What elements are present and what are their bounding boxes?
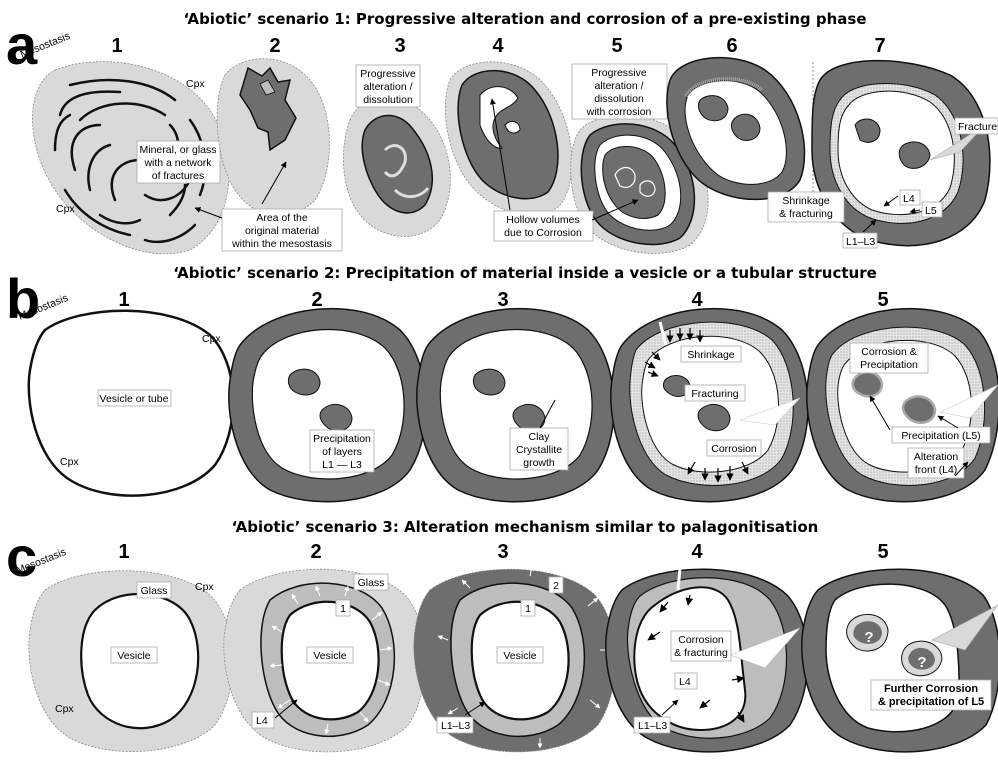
label-shrink-line1: Shrinkage (782, 195, 829, 207)
label-mineral-line1: Mineral, or glass (139, 144, 216, 156)
panel-c2: Glass 1 Vesicle L4 (224, 569, 426, 752)
row-c-title: ‘Abiotic’ scenario 3: Alteration mechani… (232, 518, 819, 536)
row-c: ‘Abiotic’ scenario 3: Alteration mechani… (6, 518, 998, 752)
row-c-step-5: 5 (877, 541, 888, 563)
label-l1l3-c3: L1–L3 (441, 720, 470, 732)
panel-c5: ? ? Further Corrosion & precipitation of… (802, 569, 998, 752)
label-corrprecip-line1: Corrosion & (861, 346, 916, 358)
label-l4-c2: L4 (256, 715, 268, 727)
label-prog5-line3: dissolution (594, 93, 644, 105)
label-one-c3: 1 (525, 603, 531, 615)
label-precip-line2: of layers (322, 446, 362, 458)
label-l4-c4: L4 (679, 676, 691, 688)
label-vesicle-c3: Vesicle (503, 650, 536, 662)
row-b-step-3: 3 (497, 289, 508, 311)
label-vesicle-c2: Vesicle (313, 650, 346, 662)
row-b-step-2: 2 (311, 289, 322, 311)
label-shrink-line2: & fracturing (779, 208, 833, 220)
row-a-step-1: 1 (111, 35, 122, 57)
panel-a3: Progressive alteration / dissolution (343, 65, 450, 236)
panel-a1: Mineral, or glass with a network of frac… (19, 30, 229, 254)
label-hollow-line1: Hollow volumes (506, 214, 580, 226)
label-cpx-left-b: Cpx (60, 456, 79, 468)
row-b-step-1: 1 (118, 289, 129, 311)
label-precip-line1: Precipitation (313, 433, 371, 445)
panel-c3: 2 1 Vesicle L1–L3 (414, 566, 616, 752)
label-altfront-line1: Alteration (914, 451, 959, 463)
label-area-line1: Area of the (256, 212, 308, 224)
label-prog5-line1: Progressive (591, 67, 647, 79)
panel-b4: Shrinkage Fracturing Corrosion (611, 309, 808, 502)
label-one-c2: 1 (340, 603, 346, 615)
label-clay-line3: growth (523, 457, 555, 469)
label-prog3-line1: Progressive (360, 68, 416, 80)
row-b-step-4: 4 (691, 289, 703, 311)
label-a7-l1l3: L1–L3 (846, 236, 875, 248)
panel-b1: Vesicle or tube Mesostasis Cpx Cpx (17, 292, 234, 496)
label-precip-line3: L1 — L3 (322, 459, 362, 471)
label-vesicle-tube: Vesicle or tube (100, 393, 169, 405)
label-cpx-top-a: Cpx (186, 78, 205, 90)
label-clay-line1: Clay (528, 431, 550, 443)
label-glass-c1: Glass (141, 585, 168, 597)
label-precip-l5: Precipitation (L5) (901, 430, 980, 442)
label-area-line3: within the mesostasis (231, 238, 332, 250)
row-b: ‘Abiotic’ scenario 2: Precipitation of m… (6, 264, 998, 502)
label-vesicle-c1: Vesicle (117, 650, 150, 662)
row-a: ‘Abiotic’ scenario 1: Progressive altera… (6, 10, 998, 254)
label-cpx-top-b: Cpx (202, 333, 221, 345)
row-a-step-6: 6 (726, 35, 737, 57)
row-b-title: ‘Abiotic’ scenario 2: Precipitation of m… (173, 264, 877, 282)
label-further-line2: & precipitation of L5 (878, 696, 984, 708)
row-a-step-7: 7 (874, 35, 885, 57)
panel-b3: Clay Crystallite growth (417, 309, 614, 502)
label-altfront-line2: front (L4) (915, 464, 958, 476)
label-a7-l5: L5 (925, 205, 937, 217)
label-prog5-line4: with corrosion (586, 106, 652, 118)
label-glass-c2: Glass (358, 577, 385, 589)
row-a-step-3: 3 (394, 35, 405, 57)
label-corrfrac-line2: & fracturing (674, 647, 728, 659)
label-fracturing: Fracturing (691, 388, 738, 400)
panel-b5: Corrosion & Precipitation Precipitation … (807, 309, 998, 502)
row-c-step-2: 2 (310, 541, 321, 563)
row-c-step-4: 4 (691, 541, 703, 563)
panel-c1: Glass Vesicle Mesostasis Cpx Cpx (15, 546, 234, 752)
label-two-c3: 2 (553, 580, 559, 592)
label-prog3-line2: alteration / (363, 81, 412, 93)
label-further-line1: Further Corrosion (884, 683, 978, 695)
label-a7-l4: L4 (903, 193, 915, 205)
panel-c4: Corrosion & fracturing L4 L1–L3 (606, 568, 808, 752)
panel-a4 (445, 62, 572, 216)
label-fracture: Fracture (958, 121, 997, 133)
label-hollow-line2: due to Corrosion (504, 227, 582, 239)
label-cpx-top-c: Cpx (195, 581, 214, 593)
label-prog3-line3: dissolution (363, 94, 413, 106)
row-a-step-4: 4 (492, 35, 504, 57)
label-prog5-line2: alteration / (594, 80, 643, 92)
label-corrprecip-line2: Precipitation (860, 359, 918, 371)
label-mineral-line3: of fractures (152, 170, 205, 182)
label-area-line2: original material (245, 225, 319, 237)
row-a-step-2: 2 (269, 35, 280, 57)
row-b-step-5: 5 (877, 289, 888, 311)
label-corrosion: Corrosion (711, 443, 757, 455)
row-a-step-5: 5 (611, 35, 622, 57)
row-c-step-3: 3 (497, 541, 508, 563)
question-mark-1: ? (864, 629, 873, 646)
question-mark-2: ? (917, 654, 926, 671)
row-c-step-1: 1 (118, 541, 129, 563)
label-mineral-line2: with a network (143, 157, 212, 169)
panel-b2: Precipitation of layers L1 — L3 (229, 309, 426, 502)
label-cpx-left-c: Cpx (55, 703, 74, 715)
label-l1l3-c4: L1–L3 (638, 720, 667, 732)
row-a-title: ‘Abiotic’ scenario 1: Progressive altera… (183, 10, 866, 28)
label-shrinkage: Shrinkage (687, 349, 734, 361)
label-cpx-left-a: Cpx (56, 203, 75, 215)
label-clay-line2: Crystallite (516, 444, 562, 456)
label-corrfrac-line1: Corrosion (678, 634, 724, 646)
row-c-letter: c (6, 525, 37, 588)
